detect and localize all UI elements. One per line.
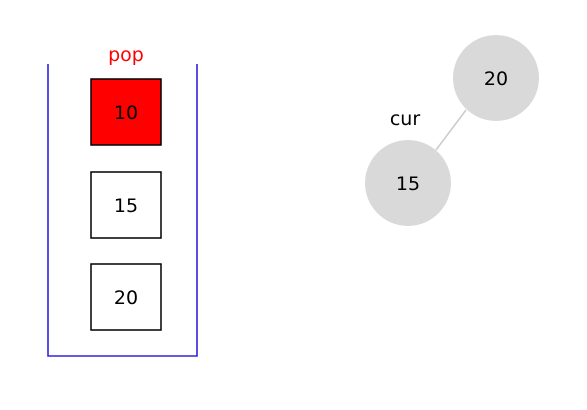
stack-item-15: 15 — [90, 171, 162, 239]
pop-label: pop — [108, 44, 144, 66]
stack-item-10-label: 10 — [114, 102, 138, 124]
stack-item-20-label: 20 — [114, 287, 138, 309]
stack-item-20: 20 — [90, 263, 162, 331]
stack-container — [47, 64, 198, 357]
tree-edge — [435, 109, 467, 151]
cur-pointer-label: cur — [390, 108, 420, 130]
tree-node-15: 15 — [365, 140, 451, 226]
stack-item-15-label: 15 — [114, 195, 138, 217]
tree-node-20-label: 20 — [484, 68, 508, 90]
tree-node-20: 20 — [453, 35, 539, 121]
stack-item-10: 10 — [90, 78, 162, 146]
tree-node-15-label: 15 — [396, 173, 420, 195]
